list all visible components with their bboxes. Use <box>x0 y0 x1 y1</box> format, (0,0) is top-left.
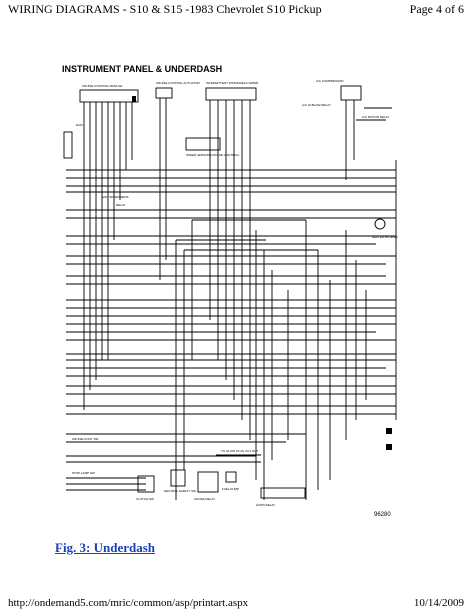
wiring-diagram-svg: INSTRUMENT PANEL & UNDERDASH <box>62 64 399 518</box>
label-fuel-pump: FUEL PUMP <box>222 487 239 491</box>
neutral-safety-switch <box>170 469 186 487</box>
figure-caption-link[interactable]: Fig. 3: Underdash <box>55 540 156 555</box>
page-header-title: WIRING DIAGRAMS - S10 & S15 -1983 Chevro… <box>8 2 322 16</box>
clutch-switch <box>137 475 155 493</box>
label-choke-relay: CHOKE RELAY <box>194 497 215 501</box>
label-cruise-actuator: CRUISE CONTROL ACTUATOR <box>156 81 200 85</box>
footer-url: http://ondemand5.com/mric/common/asp/pri… <box>8 597 249 609</box>
label-ac-motor-relay: A/C MOTOR RELAY <box>362 115 389 119</box>
figure-number: 96280 <box>374 512 391 518</box>
label-speed-sensor: SPEED SENSOR (CRUISE CONTROL) <box>186 153 239 157</box>
label-intermittent-wiper: INTERMITTENT WINDSHIELD WIPER <box>206 81 259 85</box>
label-clutch-switch: CLUTCH SW <box>136 497 154 501</box>
label-heater-blower: HEATER BLOWER <box>372 235 399 239</box>
ac-relay-box <box>340 85 362 101</box>
cruise-module-connector <box>79 89 139 103</box>
bottom-connector <box>260 487 306 499</box>
wiring-diagram: INSTRUMENT PANEL & UNDERDASH <box>56 60 416 520</box>
label-glow-plug: TO GLOW PLUG CUT OUT <box>221 449 258 453</box>
label-neutral-switch: NEUTRAL SAFETY SW <box>164 489 196 493</box>
speed-sensor-box <box>185 137 221 151</box>
label-stop-lamp-switch: STOP LAMP SW <box>72 471 95 475</box>
cruise-actuator-connector <box>155 87 173 99</box>
footer-date: 10/14/2009 <box>413 597 464 609</box>
diagram-title: INSTRUMENT PANEL & UNDERDASH <box>62 64 222 74</box>
fuel-pump-connector <box>225 471 237 483</box>
label-horn-relay: HORN RELAY <box>256 503 275 507</box>
label-ac-hi-blow: A/C HI BLOW RELAY <box>302 103 331 107</box>
heater-blower-motor <box>374 218 386 230</box>
intermittent-wiper-connector <box>205 87 257 101</box>
choke-relay <box>197 471 219 493</box>
left-connector <box>63 131 73 159</box>
label-relay: RELAY <box>116 203 126 207</box>
label-cruise-switch: CRUISE CONT SW <box>72 437 98 441</box>
label-ac-compressor: A/C COMPRESSOR <box>316 79 344 83</box>
label-cruise-module: CRUISE CONTROL MODULE <box>82 84 122 88</box>
label-ecm: ECM <box>76 123 83 127</box>
label-engine-speed: ENG SPEED SENS <box>102 195 129 199</box>
page-number: Page 4 of 6 <box>409 2 464 16</box>
